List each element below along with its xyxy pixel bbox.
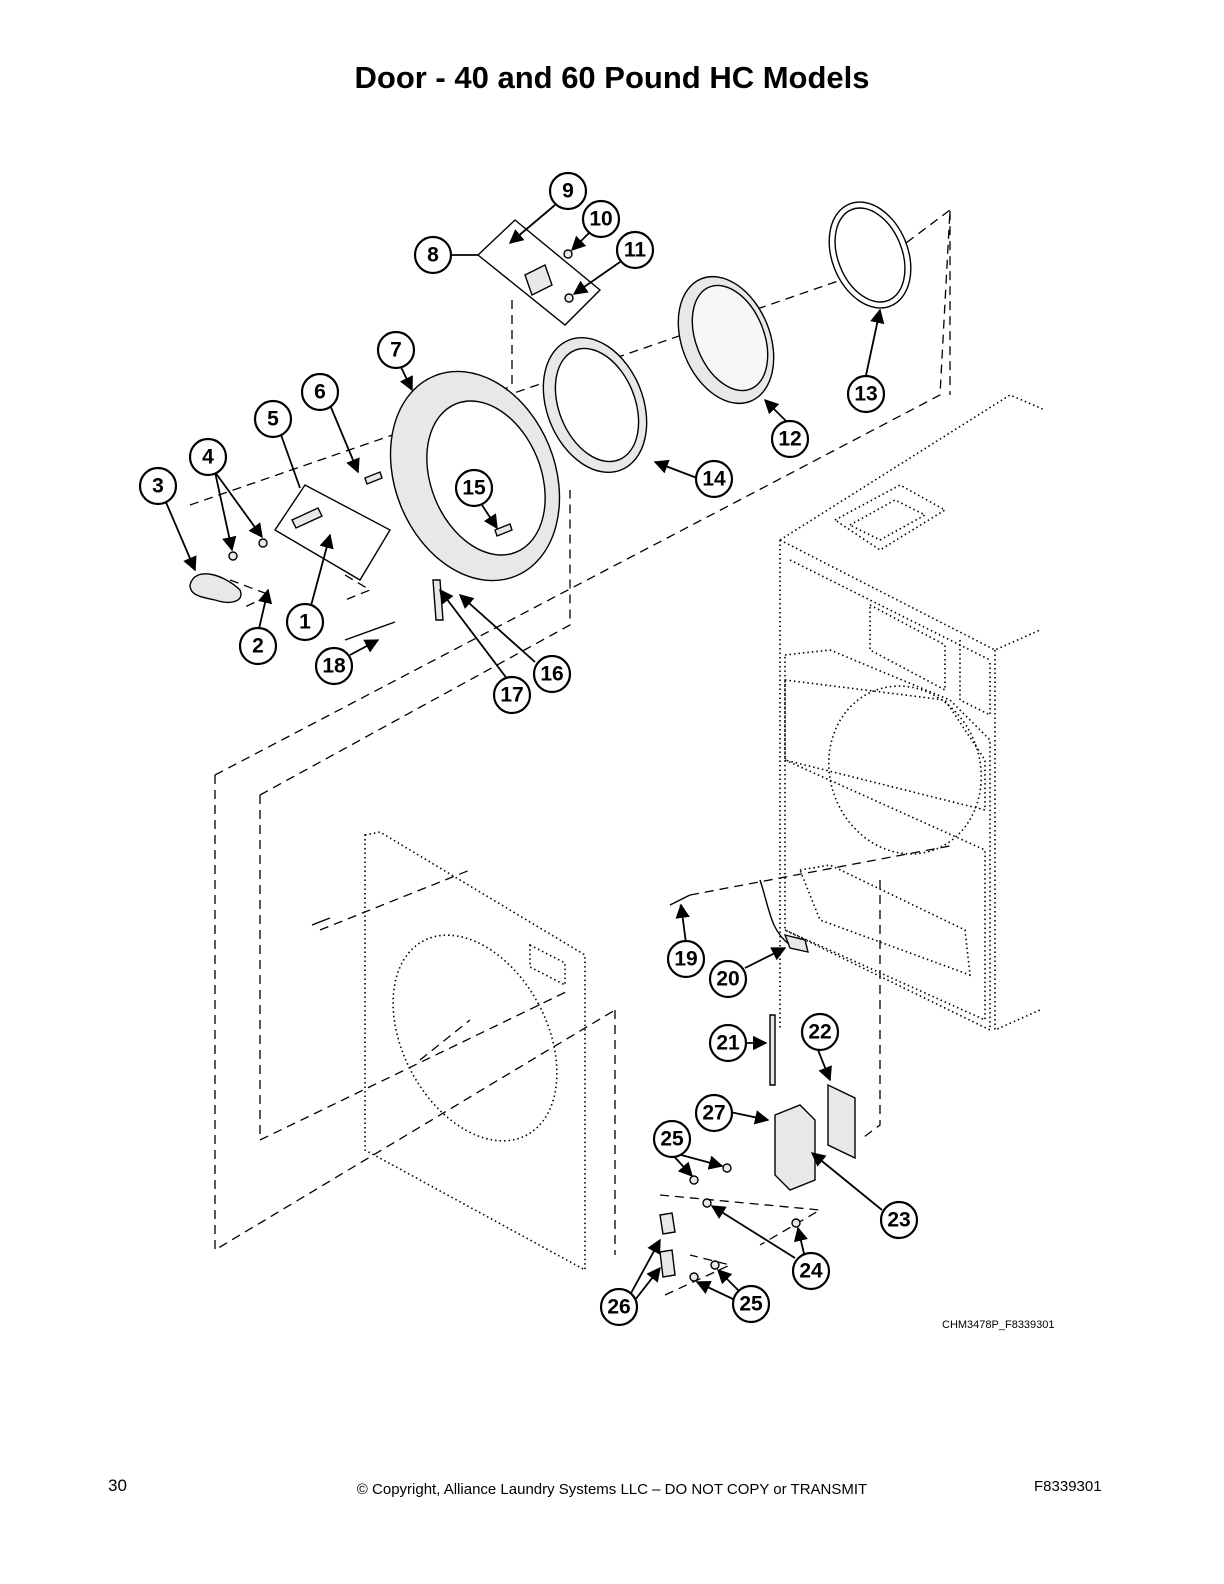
callout-15: 15 bbox=[454, 468, 494, 508]
svg-text:16: 16 bbox=[540, 663, 563, 686]
svg-text:5: 5 bbox=[267, 408, 279, 431]
callout-8: 8 bbox=[413, 235, 453, 275]
callout-24: 24 bbox=[791, 1251, 831, 1291]
drawing-code: CHM3478P_F8339301 bbox=[942, 1319, 1055, 1331]
callout-16: 16 bbox=[532, 654, 572, 694]
callout-21: 21 bbox=[708, 1023, 748, 1063]
svg-text:11: 11 bbox=[624, 239, 647, 262]
svg-text:13: 13 bbox=[854, 383, 877, 406]
callout-9: 9 bbox=[548, 171, 588, 211]
svg-text:22: 22 bbox=[808, 1021, 831, 1044]
callout-17: 17 bbox=[492, 675, 532, 715]
svg-text:27: 27 bbox=[702, 1102, 725, 1125]
svg-text:18: 18 bbox=[322, 655, 346, 678]
callout-7: 7 bbox=[376, 330, 416, 370]
svg-text:12: 12 bbox=[778, 428, 801, 451]
callout-20: 20 bbox=[708, 959, 748, 999]
assembly-guides bbox=[189, 209, 956, 1296]
page-number: 30 bbox=[108, 1476, 127, 1495]
svg-text:9: 9 bbox=[562, 180, 574, 203]
svg-text:23: 23 bbox=[887, 1209, 910, 1232]
svg-text:20: 20 bbox=[716, 968, 739, 991]
callout-25: 25 bbox=[731, 1284, 771, 1324]
callout-23: 23 bbox=[879, 1200, 919, 1240]
callouts: 1 2 3 4 5 6 7 8 9 10 11 12 13 14 15 16 1… bbox=[138, 171, 919, 1327]
svg-text:24: 24 bbox=[799, 1260, 823, 1283]
callout-12: 12 bbox=[770, 419, 810, 459]
callout-18: 18 bbox=[314, 646, 354, 686]
svg-text:14: 14 bbox=[702, 468, 726, 491]
callout-5: 5 bbox=[253, 399, 293, 439]
svg-text:3: 3 bbox=[152, 475, 164, 498]
svg-text:2: 2 bbox=[252, 635, 264, 658]
svg-text:19: 19 bbox=[674, 948, 697, 971]
callout-1: 1 bbox=[285, 602, 325, 642]
svg-text:21: 21 bbox=[716, 1032, 740, 1055]
copyright-notice: © Copyright, Alliance Laundry Systems LL… bbox=[356, 1481, 868, 1498]
callout-2: 2 bbox=[238, 626, 278, 666]
callout-19: 19 bbox=[666, 939, 706, 979]
svg-text:26: 26 bbox=[607, 1296, 630, 1319]
svg-text:17: 17 bbox=[500, 684, 523, 707]
callout-6: 6 bbox=[300, 372, 340, 412]
door-parts bbox=[189, 201, 912, 1282]
svg-text:4: 4 bbox=[202, 446, 214, 469]
machine-cabinet bbox=[779, 394, 1046, 1032]
svg-text:15: 15 bbox=[462, 477, 486, 500]
leader-arrows bbox=[164, 204, 885, 1301]
document-number: F8339301 bbox=[1034, 1478, 1102, 1495]
callout-22: 22 bbox=[800, 1012, 840, 1052]
callout-3: 3 bbox=[138, 466, 178, 506]
svg-text:10: 10 bbox=[589, 208, 612, 231]
callout-10: 10 bbox=[581, 199, 621, 239]
svg-text:8: 8 bbox=[427, 244, 439, 267]
svg-text:25: 25 bbox=[739, 1293, 763, 1316]
callout-11: 11 bbox=[615, 230, 655, 270]
callout-26: 26 bbox=[599, 1287, 639, 1327]
callout-25: 25 bbox=[652, 1119, 692, 1159]
page-title: Door - 40 and 60 Pound HC Models bbox=[354, 60, 870, 95]
svg-text:1: 1 bbox=[299, 611, 311, 634]
svg-text:6: 6 bbox=[314, 381, 326, 404]
callout-13: 13 bbox=[846, 374, 886, 414]
callout-27: 27 bbox=[694, 1093, 734, 1133]
svg-text:7: 7 bbox=[390, 339, 402, 362]
callout-4: 4 bbox=[188, 437, 228, 477]
callout-14: 14 bbox=[694, 459, 734, 499]
svg-text:25: 25 bbox=[660, 1128, 684, 1151]
front-panel bbox=[364, 831, 586, 1272]
